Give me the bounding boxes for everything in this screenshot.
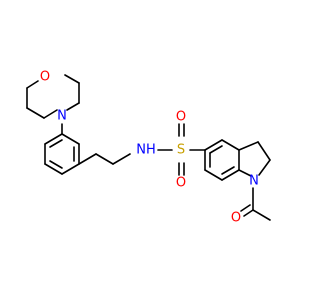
bond <box>243 209 254 217</box>
bond <box>61 163 80 175</box>
bond <box>43 109 58 119</box>
morpholine-oxygen-label: O <box>40 70 50 85</box>
bond <box>61 133 80 145</box>
bond <box>44 163 63 175</box>
bond <box>66 102 80 111</box>
acetyl-oxygen-label: O <box>231 211 241 226</box>
bond <box>95 153 114 165</box>
atom-label-layer: O N NH S O O N O <box>40 70 259 226</box>
bond <box>238 169 252 177</box>
bond <box>238 141 259 151</box>
bond <box>257 141 271 161</box>
sulfonamide-nh-label: NH <box>136 143 156 158</box>
bond <box>204 139 223 151</box>
bond <box>204 169 223 181</box>
bond <box>221 166 235 175</box>
morpholine-nitrogen-label: N <box>57 109 67 124</box>
bond <box>221 169 240 181</box>
bond <box>240 204 251 212</box>
sulfur-label: S <box>177 143 185 158</box>
bond <box>44 133 63 145</box>
sulfonyl-oxygen-top-label: O <box>176 110 186 125</box>
bond <box>49 160 63 169</box>
bond <box>209 145 223 154</box>
bond <box>78 153 97 165</box>
bond-layer <box>26 74 271 221</box>
bond <box>252 209 271 221</box>
bond <box>26 107 45 119</box>
bond <box>49 139 63 148</box>
bond <box>221 139 240 151</box>
bond <box>26 80 39 89</box>
indoline-nitrogen-label: N <box>249 174 259 189</box>
bond <box>64 74 80 84</box>
molecule-structure: O N NH S O O N O <box>26 70 271 226</box>
bond <box>112 153 131 165</box>
sulfonyl-oxygen-bottom-label: O <box>176 176 186 191</box>
bond <box>258 159 271 176</box>
